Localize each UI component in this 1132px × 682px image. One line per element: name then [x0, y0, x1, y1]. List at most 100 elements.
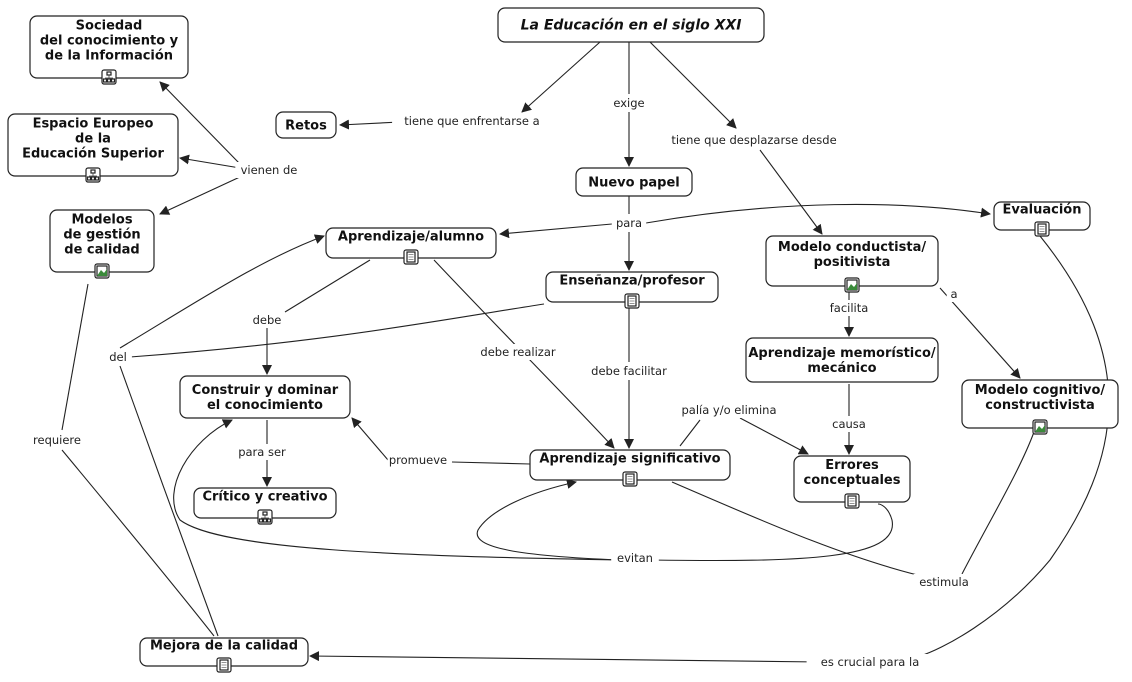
connector-line	[351, 417, 389, 461]
document-icon[interactable]	[844, 493, 860, 509]
connector-line	[521, 41, 601, 113]
connector-line	[159, 81, 241, 165]
link-label-causa: causa	[828, 416, 870, 432]
connector-line	[499, 223, 613, 239]
concept-node-text: Enseñanza/profesor	[559, 274, 705, 289]
concept-node-text: de la Información	[45, 49, 173, 64]
concept-node-text: Aprendizaje significativo	[539, 452, 720, 467]
concept-node-retos[interactable]: Retos	[275, 111, 337, 139]
svg-text:evitan: evitan	[617, 551, 653, 565]
concept-node-memoristico[interactable]: Aprendizaje memorístico/mecánico	[745, 337, 939, 383]
link-label-tiene-enfrentarse: tiene que enfrentarse a	[392, 113, 552, 129]
concept-node-text: constructivista	[985, 398, 1095, 413]
connector-line	[179, 154, 241, 169]
concept-node-text: Mejora de la calidad	[150, 639, 298, 654]
connector-line	[679, 419, 701, 447]
connector-line	[61, 283, 89, 431]
connector-line	[649, 41, 737, 129]
connector-line	[159, 175, 243, 215]
document-icon[interactable]	[622, 471, 638, 487]
link-label-para: para	[611, 215, 647, 231]
link-label-requiere: requiere	[26, 432, 88, 448]
concept-node-mejora[interactable]: Mejora de la calidad	[139, 637, 309, 673]
connector-line	[476, 479, 621, 561]
concept-node-text: positivista	[814, 255, 891, 270]
link-label-exige: exige	[608, 95, 650, 111]
image-icon[interactable]	[1032, 419, 1048, 435]
link-label-promueve: promueve	[387, 452, 449, 468]
concept-node-text: Retos	[285, 119, 327, 134]
svg-text:promueve: promueve	[389, 453, 447, 467]
concept-node-text: de la	[75, 132, 111, 147]
concept-node-evaluacion[interactable]: Evaluación	[993, 201, 1091, 237]
document-icon[interactable]	[1034, 221, 1050, 237]
concept-node-text: de gestión	[63, 228, 140, 243]
link-label-a: a	[946, 286, 962, 302]
svg-text:del: del	[109, 350, 127, 364]
concept-node-text: Espacio Europeo	[33, 117, 154, 132]
concept-node-title[interactable]: La Educación en el siglo XXI	[497, 7, 765, 43]
concept-map-icon[interactable]	[85, 167, 101, 183]
svg-text:causa: causa	[832, 417, 866, 431]
connector-line	[645, 203, 991, 224]
document-icon[interactable]	[216, 657, 232, 673]
connector-line	[939, 287, 1021, 379]
concept-node-text: de calidad	[64, 243, 139, 258]
concept-node-ensenanza[interactable]: Enseñanza/profesor	[545, 271, 719, 309]
concept-node-text: Nuevo papel	[588, 176, 680, 191]
svg-text:debe realizar: debe realizar	[480, 345, 555, 359]
concept-node-text: del conocimiento y	[40, 34, 179, 49]
concept-node-text: conceptuales	[804, 473, 901, 488]
concept-node-significativo[interactable]: Aprendizaje significativo	[529, 449, 731, 487]
link-label-vienen-de: vienen de	[235, 162, 303, 178]
svg-text:tiene que desplazarse desde: tiene que desplazarse desde	[671, 133, 836, 147]
connector-line	[61, 449, 215, 637]
link-label-del: del	[104, 349, 132, 365]
concept-node-nuevo[interactable]: Nuevo papel	[575, 167, 693, 197]
svg-text:exige: exige	[613, 96, 644, 110]
link-label-tiene-desplazarse: tiene que desplazarse desde	[660, 132, 848, 148]
concept-node-text: Modelo conductista/	[778, 240, 926, 255]
concept-node-text: Sociedad	[76, 19, 143, 34]
connector-line	[284, 259, 371, 313]
concept-map-icon[interactable]	[257, 509, 273, 525]
svg-text:es crucial para la: es crucial para la	[821, 655, 920, 669]
connector-line	[173, 419, 621, 561]
concept-node-conductista[interactable]: Modelo conductista/positivista	[765, 235, 939, 293]
concept-node-critico[interactable]: Crítico y creativo	[193, 487, 337, 525]
link-label-debe: debe	[249, 312, 285, 328]
svg-text:debe: debe	[253, 313, 282, 327]
concept-map-icon[interactable]	[101, 69, 117, 85]
concept-node-text: Construir y dominar	[192, 383, 339, 398]
concept-node-aprendizaje-alumno[interactable]: Aprendizaje/alumno	[325, 227, 497, 265]
document-icon[interactable]	[403, 249, 419, 265]
document-icon[interactable]	[624, 293, 640, 309]
connector-line	[739, 417, 809, 455]
concept-node-text: mecánico	[807, 361, 876, 376]
link-label-facilita: facilita	[818, 300, 880, 316]
concept-node-text: Aprendizaje/alumno	[338, 230, 484, 245]
concept-node-text: Educación Superior	[22, 147, 164, 162]
image-icon[interactable]	[94, 263, 110, 279]
link-label-es-crucial: es crucial para la	[806, 654, 934, 670]
concept-node-text: Modelos	[71, 213, 132, 228]
connector-line	[649, 503, 893, 562]
svg-text:requiere: requiere	[33, 433, 81, 447]
image-icon[interactable]	[844, 277, 860, 293]
connector-line	[451, 461, 531, 465]
link-label-evitan: evitan	[611, 550, 659, 566]
connector-line	[309, 651, 821, 663]
connector-line	[759, 149, 823, 235]
connector-line	[671, 481, 931, 579]
concept-node-cognitivo[interactable]: Modelo cognitivo/constructivista	[961, 379, 1119, 435]
concept-node-text: Errores	[825, 458, 879, 473]
connector-line	[119, 365, 219, 637]
link-label-debe-realizar: debe realizar	[471, 344, 565, 360]
connector-line	[961, 431, 1035, 575]
